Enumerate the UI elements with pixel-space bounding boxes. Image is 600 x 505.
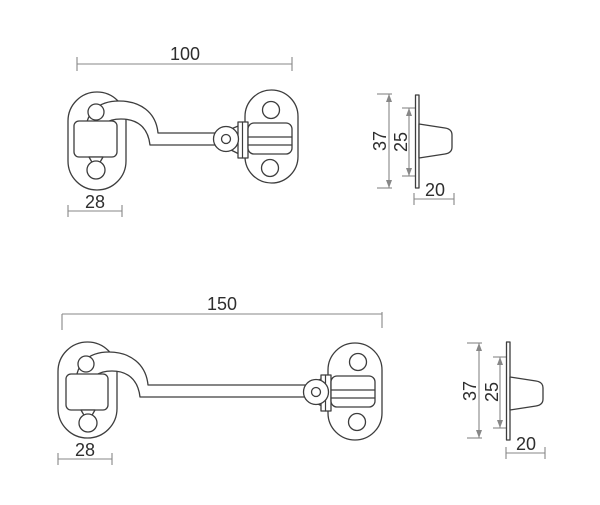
keeper-staple [247, 122, 293, 155]
pivot-ball-top [87, 103, 105, 121]
dim-depth-top-label: 20 [425, 180, 445, 200]
side-view-150: 37 25 20 [460, 341, 546, 459]
keeper-staple [330, 375, 376, 408]
pivot-knob [73, 120, 118, 158]
side-boss [509, 376, 544, 411]
pivot-knob [65, 373, 109, 411]
screw-hole [261, 100, 281, 120]
front-view-150: 150 28 [57, 294, 383, 465]
dim-depth-bottom: 20 [505, 434, 546, 459]
dim-plate-width-bottom-label: 28 [75, 440, 95, 460]
dim-length-bottom-label: 150 [207, 294, 237, 314]
dim-depth-bottom-label: 20 [516, 434, 536, 454]
dim-height-bottom: 37 [460, 342, 482, 439]
screw-hole [348, 352, 368, 372]
dim-height-top-label: 37 [370, 131, 390, 151]
screw-hole [347, 412, 367, 432]
dim-plate-width-bottom: 28 [57, 440, 113, 465]
dim-depth-top: 20 [413, 180, 455, 205]
dim-inner-top: 25 [391, 107, 416, 177]
side-boss [418, 123, 453, 159]
front-view-100: 100 28 [67, 44, 299, 217]
dim-length-top-label: 100 [170, 44, 200, 64]
pivot-ball-top [77, 355, 95, 373]
dim-inner-bottom-label: 25 [482, 382, 502, 402]
dim-length-top: 100 [76, 44, 293, 71]
pivot-ball-bottom [86, 160, 106, 180]
dim-height-top: 37 [370, 93, 392, 189]
dim-height-bottom-label: 37 [460, 381, 480, 401]
side-view-100: 37 25 20 [370, 93, 455, 205]
dim-inner-bottom: 25 [482, 356, 507, 429]
eye-hole [310, 386, 322, 398]
screw-hole [260, 158, 280, 178]
dim-plate-width-top-label: 28 [85, 192, 105, 212]
eye-hole [220, 133, 232, 145]
dim-plate-width-top: 28 [67, 192, 123, 217]
dim-inner-top-label: 25 [391, 132, 411, 152]
pivot-ball-bottom [78, 413, 98, 433]
dim-length-bottom: 150 [61, 294, 383, 330]
